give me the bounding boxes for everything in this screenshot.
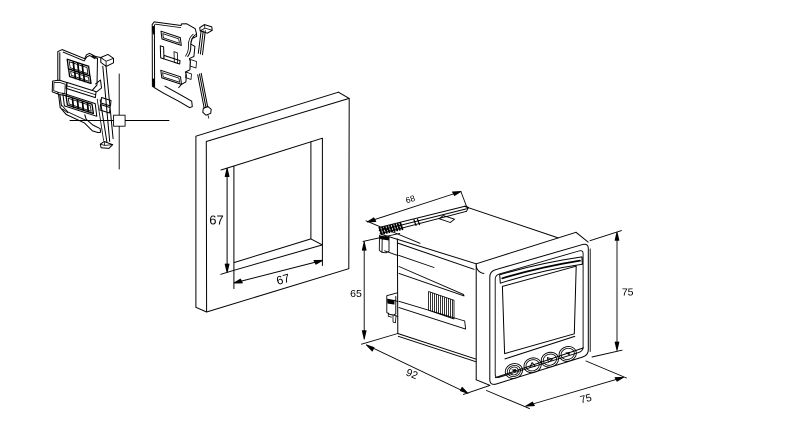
svg-text:75: 75 [579, 392, 593, 407]
svg-text:67: 67 [209, 213, 223, 228]
svg-text:92: 92 [404, 367, 419, 383]
svg-text:68: 68 [404, 193, 416, 205]
svg-text:75: 75 [622, 286, 634, 298]
svg-text:67: 67 [275, 271, 292, 288]
svg-text:65: 65 [350, 288, 362, 300]
